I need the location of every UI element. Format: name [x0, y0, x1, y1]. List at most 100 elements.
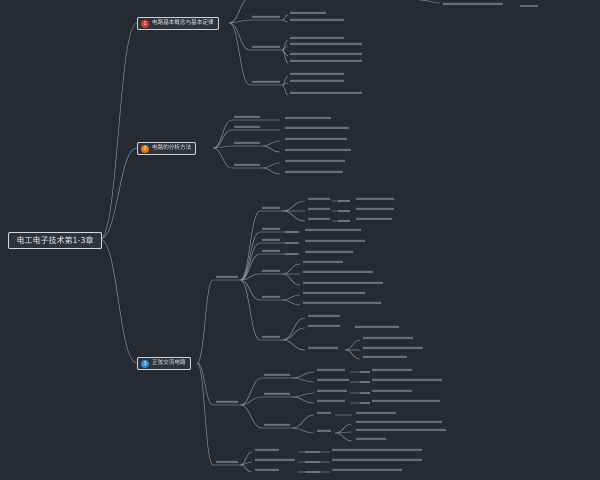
topic-2-sub-text-1 [234, 115, 260, 118]
topic-3-s1-child-link-4 [239, 253, 261, 281]
topic-1-leaf-link-8 [281, 82, 289, 86]
topic-2-leaf-text-4 [285, 148, 351, 151]
topic-2-sub-text-2 [234, 125, 260, 128]
topic-3-s2-leaf-label-2 [317, 378, 349, 381]
topic-3-s1-child-text-5 [262, 269, 280, 272]
topic-2-sub-text-4 [234, 163, 260, 166]
topic-3-s1e-leaf-text-3 [363, 355, 407, 358]
topic-3-s2-leaf-text-1 [372, 368, 412, 371]
topic-3-s1-child-text-2 [262, 227, 280, 230]
topic-3-s2-leaf-label-4 [317, 399, 345, 402]
topic-1-sub-text-3 [252, 45, 280, 48]
topic-1-top-leaf-link [419, 0, 441, 4]
topic-3-s1-child-link-5 [239, 273, 261, 281]
topic-2-sub-text-3 [234, 141, 260, 144]
topic-3-s3-child-link-1 [239, 451, 253, 466]
topic-3-label: 正弦交流电路 [152, 360, 186, 366]
topic-3-s2c-child-text-2 [317, 429, 331, 432]
topic-1-leaf-text-1 [290, 11, 326, 14]
topic-3-s1-child-text-6 [262, 295, 280, 298]
topic-3-s2-child-link-2 [239, 396, 263, 406]
topic-3-s3-leaf-text-3 [332, 468, 402, 471]
topic-3-s1-child-link-1 [239, 210, 261, 281]
topic-3-s1b-leaf-text-2 [305, 239, 365, 242]
topic-3-s1c-leaf-link-3 [281, 273, 301, 286]
topic-1-leaf-text-3 [290, 36, 344, 39]
topic-1-leaf-text-9 [290, 91, 362, 94]
topic-3-s2-leaf-link-1 [291, 371, 315, 379]
topic-2-sub-link-2 [212, 129, 233, 149]
topic-3-s1-child-link-6 [239, 279, 261, 301]
topic-3-s1a-leaf-link-3 [281, 210, 306, 222]
topic-2-leaf-text-2 [285, 126, 349, 129]
topic-3-s2c-leaf-text-2 [356, 420, 442, 423]
topic-3-s2c-child-link-2 [291, 427, 315, 434]
topic-1-label: 电路基本概念与基本定律 [152, 20, 214, 26]
topic-3-s1e-leaf-text-2 [363, 346, 423, 349]
topic-3-s2-leaf-link-3 [291, 392, 315, 398]
topic-3-s1b-leaf-text-1 [305, 228, 361, 231]
topic-3-s2c-child-link-1 [291, 414, 315, 429]
topic-1-sub-text-2 [252, 15, 280, 18]
topic-1-leaf-text-8 [290, 79, 344, 82]
topic-1-sub-link-2 [228, 19, 251, 24]
topic-3-s1-child-link-2 [239, 231, 261, 281]
topic-3-s1c-leaf-text-2 [303, 270, 373, 273]
topic-3-s1e-leaf-link-3 [344, 349, 361, 360]
root-to-topic-1-link [99, 22, 138, 240]
topic-3-s2-leaf-label-1 [317, 368, 345, 371]
topic-1-leaf-text-6 [290, 59, 362, 62]
topic-node-1[interactable]: 1 电路基本概念与基本定律 [137, 17, 219, 30]
topic-1-sub-link-4 [228, 22, 251, 86]
topic-3-s2-leaf-text-4 [372, 399, 440, 402]
mindmap-leaf-bars [285, 5, 538, 473]
topic-3-s3-child-text-1 [255, 448, 279, 451]
topic-1-top-leaf-text [443, 2, 503, 5]
topic-3-s1d-leaf-text-1 [303, 291, 365, 294]
topic-3-s2c-leaf-link-4 [334, 432, 353, 442]
topic-3-s1b-leaf-text-3 [305, 250, 353, 253]
topic-1-leaf-text-2 [290, 18, 344, 21]
topic-3-sub-text-1 [216, 275, 238, 278]
topic-node-3[interactable]: 3 正弦交流电路 [137, 357, 191, 370]
topic-1-sub-link-3 [228, 22, 251, 51]
root-to-topic-3-link [99, 238, 138, 364]
topic-3-s1a-leaf-label-1 [308, 197, 330, 200]
topic-2-sub-link-3 [212, 145, 233, 149]
topic-3-s2-child-text-3 [264, 423, 290, 426]
topic-3-s1-child-text-3 [262, 238, 280, 241]
topic-1-sub-link-1 [228, 0, 247, 24]
topic-3-s1a-leaf-label-2 [308, 207, 330, 210]
topic-3-s1e-child-text-3 [308, 346, 338, 349]
topic-2-number-badge: 2 [141, 144, 149, 153]
root-node[interactable]: 电工电子技术第1-3章 [8, 232, 102, 249]
topic-3-s3-child-text-2 [255, 458, 295, 461]
topic-3-s2-leaf-text-3 [372, 389, 412, 392]
topic-node-2[interactable]: 2 电路的分析方法 [137, 142, 197, 155]
topic-3-s3-child-link-3 [239, 464, 253, 473]
root-to-topic-2-link [99, 147, 138, 240]
topic-3-s1d-leaf-link-2 [281, 299, 301, 306]
topic-3-s2c-child-text-1 [317, 411, 331, 414]
topic-2-leaf-link-3 [261, 140, 281, 147]
topic-2-label: 电路的分析方法 [152, 145, 192, 151]
topic-3-s2-child-text-1 [264, 373, 290, 376]
topic-3-s1e-child-link-1 [281, 317, 306, 341]
topic-3-s1-child-text-7 [262, 335, 280, 338]
topic-2-leaf-text-1 [285, 116, 331, 119]
topic-3-s2-child-link-3 [239, 404, 263, 429]
topic-1-number-badge: 1 [141, 19, 149, 28]
topic-3-sub-text-3 [216, 460, 238, 463]
topic-3-sub-link-2 [196, 362, 214, 406]
topic-3-s2-leaf-label-3 [317, 389, 347, 392]
topic-3-s1c-leaf-text-1 [303, 260, 343, 263]
topic-1-leaf-link-2 [281, 19, 289, 23]
topic-3-s2c-leaf-text-3 [356, 428, 446, 431]
topic-3-s1e-child-2-note [355, 325, 399, 328]
topic-3-s1a-leaf-link-1 [281, 200, 306, 212]
topic-3-s2c-leaf-text-4 [356, 437, 386, 440]
topic-3-s1e-leaf-link-1 [344, 339, 361, 351]
topic-1-leaf-link-9 [281, 84, 289, 96]
topic-3-sub-text-2 [216, 400, 238, 403]
